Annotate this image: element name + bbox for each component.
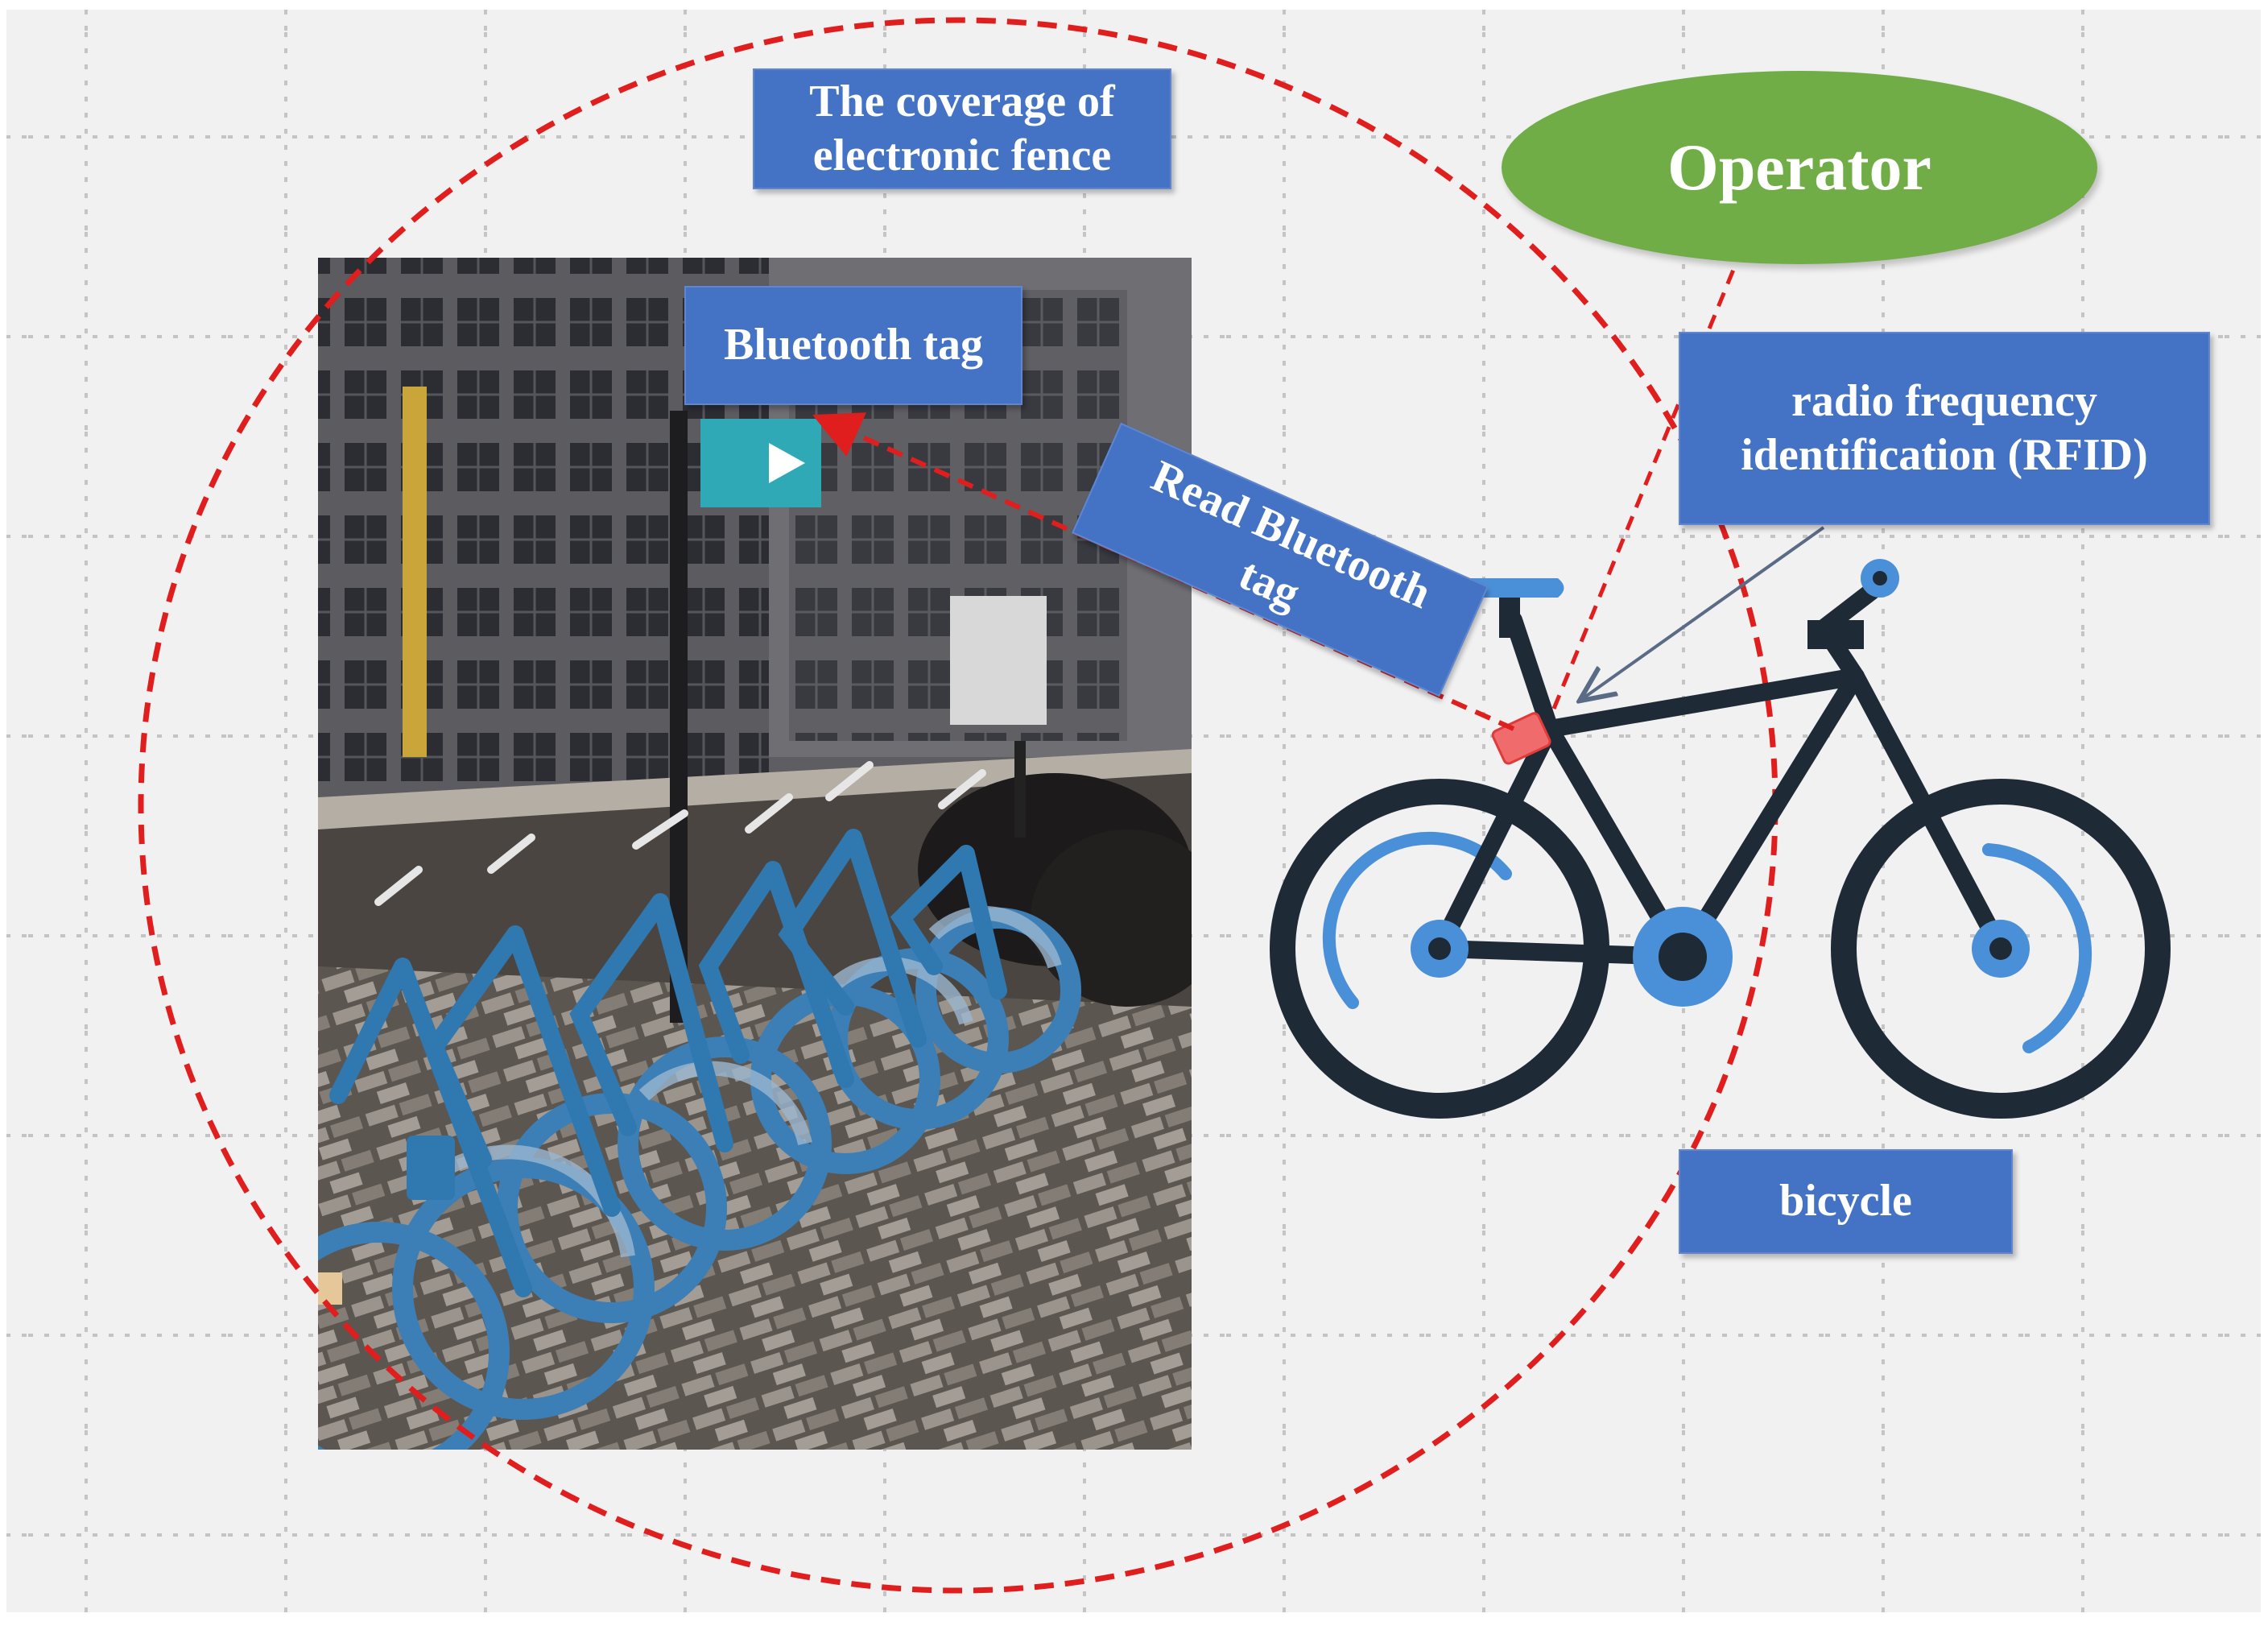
rfid-line1: radio frequency (1791, 375, 2098, 426)
operator-text: Operator (1667, 130, 1931, 204)
bicycle-icon (1270, 559, 2171, 1119)
bicycle-label: bicycle (1679, 1149, 2013, 1254)
bluetooth-tag-label: Bluetooth tag (684, 286, 1022, 405)
fence-coverage-line2: electronic fence (812, 130, 1112, 180)
bicycle-text: bicycle (1779, 1176, 1912, 1227)
bluetooth-tag-text: Bluetooth tag (724, 320, 983, 370)
fence-coverage-label: The coverage of electronic fence (753, 68, 1171, 189)
rfid-label-connector (1582, 526, 1825, 699)
rfid-line2: identification (RFID) (1741, 430, 2148, 480)
rfid-label: radio frequency identification (RFID) (1679, 332, 2210, 525)
fence-coverage-line1: The coverage of (809, 76, 1115, 126)
parked-shared-bicycles-photo (318, 258, 1192, 1450)
read-bluetooth-arrow (812, 412, 1515, 731)
operator-node: Operator (1502, 71, 2097, 264)
